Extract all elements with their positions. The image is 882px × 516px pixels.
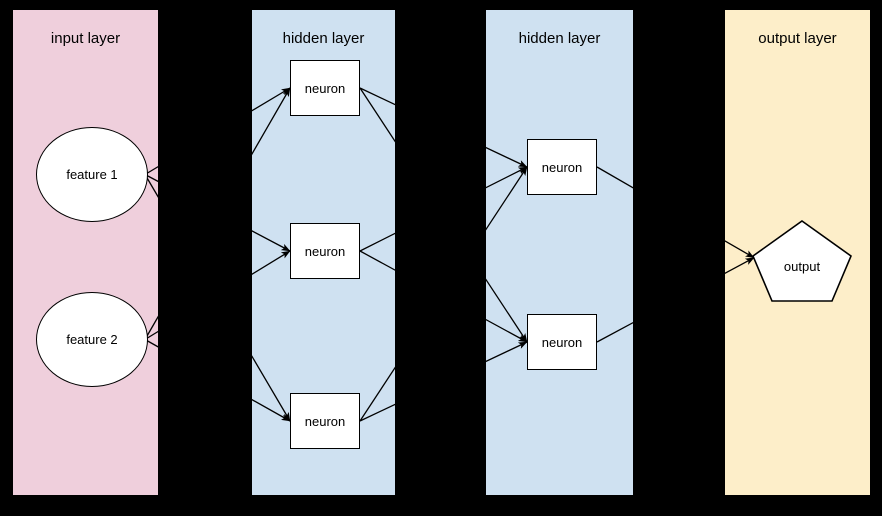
node-label-hidden2-neuron-1: neuron (541, 159, 583, 175)
layer-title-hidden2: hidden layer (518, 30, 601, 47)
node-label-hidden1-neuron-1: neuron (304, 80, 346, 96)
node-output[interactable]: output (752, 220, 852, 302)
node-label-feature-1: feature 1 (66, 167, 118, 182)
node-hidden1-neuron-2[interactable]: neuron (290, 223, 360, 279)
node-label-feature-2: feature 2 (66, 332, 118, 347)
node-hidden1-neuron-1[interactable]: neuron (290, 60, 360, 116)
node-feature-2[interactable]: feature 2 (36, 292, 148, 387)
layer-title-output: output layer (758, 30, 837, 47)
layer-title-input: input layer (50, 30, 121, 47)
layer-panel-input: input layer (13, 10, 158, 495)
node-label-hidden1-neuron-2: neuron (304, 243, 346, 259)
layer-title-hidden1: hidden layer (282, 30, 365, 47)
node-label-hidden1-neuron-3: neuron (304, 413, 346, 429)
node-hidden2-neuron-2[interactable]: neuron (527, 314, 597, 370)
node-hidden2-neuron-1[interactable]: neuron (527, 139, 597, 195)
pentagon-icon (752, 220, 852, 302)
node-label-output: output (783, 259, 821, 275)
node-label-hidden2-neuron-2: neuron (541, 334, 583, 350)
node-hidden1-neuron-3[interactable]: neuron (290, 393, 360, 449)
node-feature-1[interactable]: feature 1 (36, 127, 148, 222)
layer-panel-hidden2: hidden layer (486, 10, 633, 495)
